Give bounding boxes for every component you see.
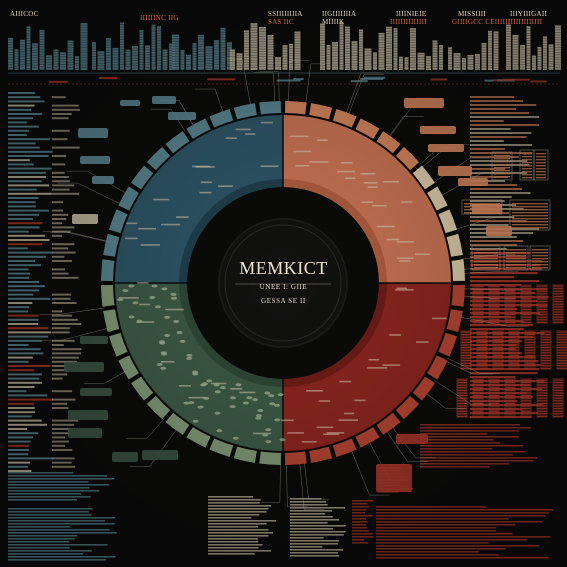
header-label: IIIIIIIIIIIIII xyxy=(390,18,427,26)
header-label: SSIIIIIIIIA xyxy=(268,10,303,18)
center-subtitle: UNEE I: GIIE xyxy=(259,283,308,291)
header-label: IIIYIIIGAII xyxy=(510,10,548,18)
header-label: IIIIIINC IIG xyxy=(140,14,179,22)
center-title: MEMKICT xyxy=(239,258,328,278)
header-label: MIIIIK xyxy=(322,18,345,26)
header-label: IIIINIEIE xyxy=(396,10,427,18)
header-label: IIIIIIIIIIIII xyxy=(508,18,543,26)
header-label: GIIIIGCC CEIIIIII xyxy=(452,18,511,26)
center-subtitle: GESSA SE II xyxy=(261,297,306,305)
header-label: MISSIIII xyxy=(458,10,487,18)
header-label: IIGIIIIIIIA xyxy=(322,10,357,18)
header-label: AIIICOC xyxy=(10,10,39,18)
header-label: SAS IIC xyxy=(268,18,295,26)
